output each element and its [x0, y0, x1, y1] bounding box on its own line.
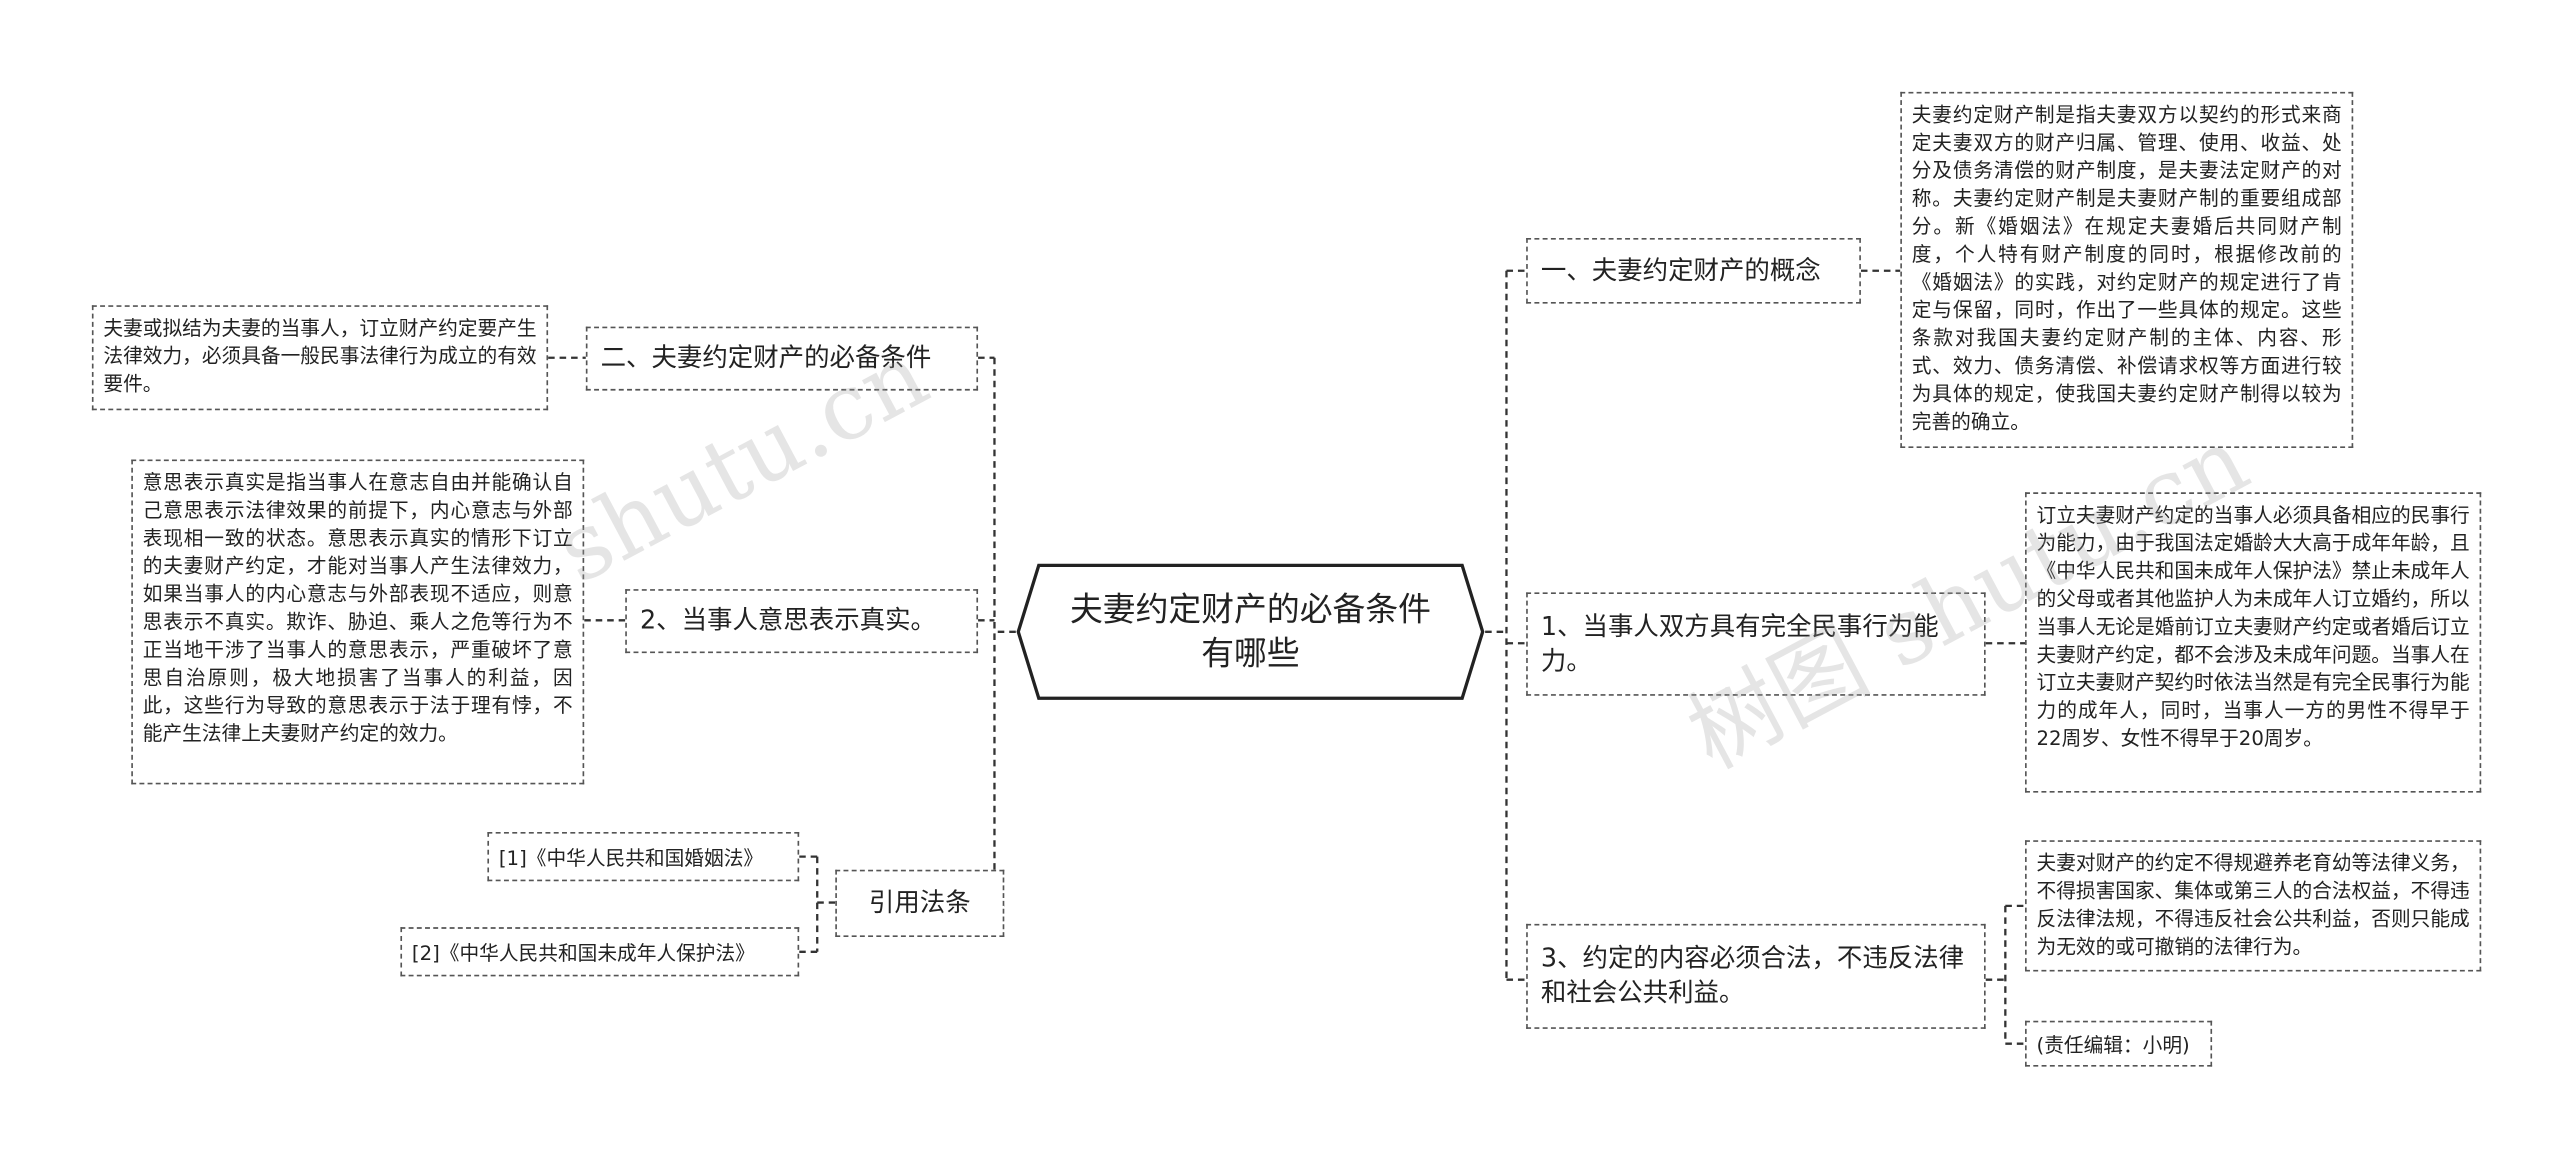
- leaf-conditions-text: 夫妻或拟结为夫妻的当事人，订立财产约定要产生法律效力，必须具备一般民事法律行为成…: [103, 316, 537, 396]
- leaf-legality-text: 夫妻对财产的约定不得规避养老育幼等法律义务，不得损害国家、集体或第三人的合法权益…: [2036, 851, 2470, 959]
- law-ref-minors-text: [2]《中华人民共和国未成年人保护法》: [411, 941, 755, 965]
- branch-legality-label: 3、约定的内容必须合法，不违反法律和社会公共利益。: [1540, 943, 1965, 1008]
- branch-intent-label: 2、当事人意思表示真实。: [640, 605, 937, 636]
- leaf-conditions-detail[interactable]: 夫妻或拟结为夫妻的当事人，订立财产约定要产生法律效力，必须具备一般民事法律行为成…: [91, 305, 549, 411]
- branch-conditions[interactable]: 二、夫妻约定财产的必备条件: [585, 326, 979, 391]
- branch-laws[interactable]: 引用法条: [835, 869, 1005, 938]
- law-ref-marriage-text: [1]《中华人民共和国婚姻法》: [498, 845, 764, 869]
- leaf-capacity-detail[interactable]: 订立夫妻财产约定的当事人必须具备相应的民事行为能力，由于我国法定婚龄大大高于成年…: [2025, 492, 2482, 793]
- branch-laws-label: 引用法条: [868, 887, 971, 918]
- branch-intent[interactable]: 2、当事人意思表示真实。: [625, 589, 979, 654]
- root-topic[interactable]: 夫妻约定财产的必备条件有哪些: [1016, 563, 1485, 701]
- branch-capacity[interactable]: 1、当事人双方具有完全民事行为能力。: [1526, 592, 1986, 696]
- law-ref-minors[interactable]: [2]《中华人民共和国未成年人保护法》: [400, 927, 800, 977]
- leaf-editor-text: (责任编辑：小明): [2036, 1033, 2190, 1057]
- leaf-legality-detail[interactable]: 夫妻对财产的约定不得规避养老育幼等法律义务，不得损害国家、集体或第三人的合法权益…: [2025, 840, 2482, 972]
- leaf-capacity-text: 订立夫妻财产约定的当事人必须具备相应的民事行为能力，由于我国法定婚龄大大高于成年…: [2036, 503, 2470, 751]
- root-hexagon-shape: [1016, 563, 1485, 700]
- branch-conditions-label: 二、夫妻约定财产的必备条件: [600, 343, 932, 373]
- branch-legality[interactable]: 3、约定的内容必须合法，不违反法律和社会公共利益。: [1526, 923, 1986, 1029]
- law-ref-marriage[interactable]: [1]《中华人民共和国婚姻法》: [487, 832, 800, 882]
- leaf-concept-text: 夫妻约定财产制是指夫妻双方以契约的形式来商定夫妻双方的财产归属、管理、使用、收益…: [1911, 103, 2342, 434]
- root-title: 夫妻约定财产的必备条件有哪些: [1069, 589, 1431, 673]
- branch-capacity-label: 1、当事人双方具有完全民事行为能力。: [1540, 611, 1939, 676]
- branch-concept[interactable]: 一、夫妻约定财产的概念: [1526, 237, 1861, 304]
- leaf-intent-detail[interactable]: 意思表示真实是指当事人在意志自由并能确认自己意思表示法律效果的前提下，内心意志与…: [131, 459, 585, 785]
- leaf-editor-note[interactable]: (责任编辑：小明): [2025, 1020, 2213, 1067]
- leaf-concept-detail[interactable]: 夫妻约定财产制是指夫妻双方以契约的形式来商定夫妻双方的财产归属、管理、使用、收益…: [1900, 91, 2354, 449]
- branch-concept-label: 一、夫妻约定财产的概念: [1540, 255, 1821, 285]
- leaf-intent-text: 意思表示真实是指当事人在意志自由并能确认自己意思表示法律效果的前提下，内心意志与…: [142, 470, 573, 746]
